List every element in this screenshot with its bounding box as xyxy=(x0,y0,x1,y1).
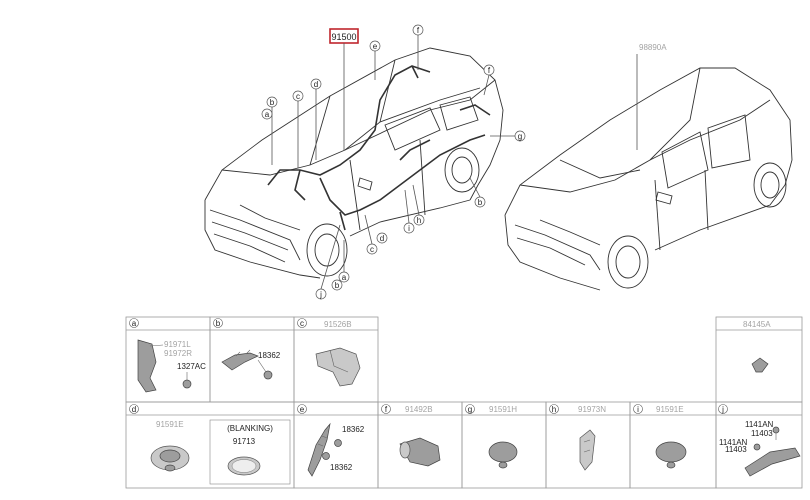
cell-right: 84145A xyxy=(743,320,771,373)
cell-e-key: e xyxy=(300,405,305,414)
cell-i: i 91591E xyxy=(633,404,687,469)
cell-e: e 18362 18362 xyxy=(297,404,365,477)
blanking-label: (BLANKING) xyxy=(227,424,273,433)
cell-a: a 91971L 91972R 1327AC xyxy=(129,318,206,393)
callout-e: e xyxy=(373,42,378,51)
callout-a-top: a xyxy=(265,110,270,119)
cell-h-part: 91973N xyxy=(578,405,606,414)
callout-b-bottom: b xyxy=(335,281,340,290)
callout-b-right: b xyxy=(478,198,483,207)
cell-a-label-1327ac: 1327AC xyxy=(177,362,206,371)
callout-f-right: f xyxy=(488,66,491,75)
cell-j-label-11403-1: 11403 xyxy=(751,429,773,438)
cell-h-key: h xyxy=(552,405,556,414)
cell-f-part: 91492B xyxy=(405,405,433,414)
cell-right-part: 84145A xyxy=(743,320,771,329)
cell-g: g 91591H xyxy=(465,404,518,469)
cell-b-label-18362: 18362 xyxy=(258,351,281,360)
cell-j: j 1141AN 11403 1141AN 11403 xyxy=(718,404,801,477)
cell-c-part: 91526B xyxy=(324,320,352,329)
cell-j-label-11403-2: 11403 xyxy=(725,445,747,454)
cell-a-part: 91971L xyxy=(164,340,191,349)
blanking-part-number: 91713 xyxy=(233,437,256,446)
cell-h: h 91973N xyxy=(549,404,606,471)
callout-b-top: b xyxy=(270,98,275,107)
cell-d-key: d xyxy=(132,405,136,414)
callout-d-bottom: d xyxy=(380,234,384,243)
cell-j-key: j xyxy=(721,405,724,414)
cell-c: c 91526B xyxy=(297,318,361,387)
cell-i-part: 91591E xyxy=(656,405,684,414)
cell-f-key: f xyxy=(385,405,388,414)
cell-a-key: a xyxy=(132,319,137,328)
cell-d-part: 91591E xyxy=(156,420,184,429)
callout-h: h xyxy=(417,216,421,225)
cell-g-part: 91591H xyxy=(489,405,517,414)
harness-part-number: 91500 xyxy=(331,32,356,42)
callout-i: i xyxy=(408,224,410,233)
parts-grid xyxy=(125,316,803,489)
callout-d-top: d xyxy=(314,80,318,89)
callout-g: g xyxy=(518,132,522,141)
cell-j-label-1141an-2: 1141AN xyxy=(719,438,748,447)
callout-f-top: f xyxy=(417,26,420,35)
cell-c-key: c xyxy=(300,319,304,328)
cell-g-key: g xyxy=(468,405,472,414)
blanking-box xyxy=(209,419,291,485)
callout-c-bottom: c xyxy=(370,245,374,254)
left-car-drawing xyxy=(204,47,504,279)
callout-j: j xyxy=(319,290,322,299)
callout-a-bottom: a xyxy=(342,273,347,282)
cell-e-label-2: 18362 xyxy=(330,463,353,472)
cell-d: d 91591E (BLANKING) 91713 xyxy=(129,404,291,485)
cell-b-key: b xyxy=(216,319,221,328)
right-car-drawing xyxy=(504,67,793,291)
cell-a-part-2: 91972R xyxy=(164,349,192,358)
callout-c-top: c xyxy=(296,92,300,101)
cell-b: b 18362 xyxy=(213,318,281,380)
cell-f: f 91492B xyxy=(381,404,441,467)
cell-j-label-1141an-1: 1141AN xyxy=(745,420,774,429)
cell-i-key: i xyxy=(637,405,639,414)
right-car-part-number: 98890A xyxy=(639,43,667,52)
callout-group: 91500 e f f g d c b a b h i d c a b j xyxy=(261,24,526,300)
cell-e-label-1: 18362 xyxy=(342,425,365,434)
